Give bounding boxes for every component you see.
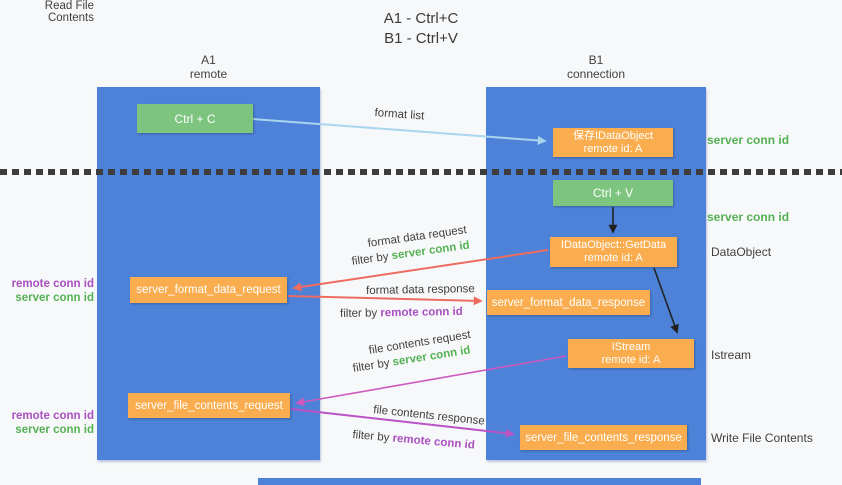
filter-prefix: filter by xyxy=(352,356,394,375)
server-format-data-request-label: server_format_data_request xyxy=(136,284,281,296)
node-server-format-data-request: server_format_data_request xyxy=(130,277,287,303)
save-idataobject-line2: remote id: A xyxy=(583,142,643,155)
annotation-server-conn-id-1: server conn id xyxy=(15,291,94,304)
server-file-contents-response-label: server_file_contents_response xyxy=(525,431,682,444)
node-save-idataobject: 保存IDataObject remote id: A xyxy=(553,128,673,157)
lane-header-a1: A1 remote xyxy=(97,53,320,81)
filter-prefix: filter by xyxy=(340,307,381,320)
filter-key-remote-conn-id: remote conn id xyxy=(392,432,476,452)
annotation-remote-conn-id-1: remote conn id xyxy=(11,278,94,290)
filter-prefix: filter by xyxy=(351,429,394,445)
title-line-2: B1 - Ctrl+V xyxy=(384,30,458,47)
annotation-server-conn-id-2: server conn id xyxy=(15,423,94,436)
getdata-line2: remote id: A xyxy=(584,252,643,264)
node-idataobject-getdata: IDataObject::GetData remote id: A xyxy=(550,237,677,267)
label-format-data-response: format data response xyxy=(366,283,475,297)
node-ctrl-v: Ctrl + V xyxy=(553,180,673,206)
lane-a1-name: A1 xyxy=(201,53,216,67)
title-line-1: A1 - Ctrl+C xyxy=(383,10,459,27)
filter-key-remote-conn-id: remote conn id xyxy=(380,305,463,320)
save-idataobject-line1: 保存IDataObject xyxy=(572,129,654,142)
ctrl-c-label: Ctrl + C xyxy=(174,111,216,126)
annotation-server-conn-id-top: server conn id xyxy=(707,133,790,147)
annotation-write-file-contents: Write File Contents xyxy=(711,431,813,445)
annotation-conn-ids-format: remote conn id server conn id xyxy=(0,278,94,305)
annotation-remote-conn-id-2: remote conn id xyxy=(11,410,94,422)
label-filter-by-remote-conn-id-2: filter by remote conn id xyxy=(352,429,475,452)
machine-boundary-dashed-line xyxy=(0,169,842,175)
label-format-list: format list xyxy=(374,107,425,123)
lane-b1-name: B1 xyxy=(588,53,604,67)
node-istream: IStream remote id: A xyxy=(568,339,694,368)
annotation-read-file-contents: Read File Contents xyxy=(44,0,94,24)
annotation-server-conn-id-mid: server conn id xyxy=(707,210,790,224)
lane-header-b1: B1 connection xyxy=(486,53,706,81)
getdata-line1: IDataObject::GetData xyxy=(560,239,667,251)
server-format-data-response-label: server_format_data_response xyxy=(491,296,646,309)
lane-b1-subtitle: connection xyxy=(566,67,626,81)
node-server-file-contents-response: server_file_contents_response xyxy=(520,425,687,450)
istream-line2: remote id: A xyxy=(601,353,661,366)
server-file-contents-request-label: server_file_contents_request xyxy=(135,399,283,412)
annotation-dataobject: DataObject xyxy=(711,245,772,259)
istream-line1: IStream xyxy=(611,340,651,353)
annotation-conn-ids-file: remote conn id server conn id xyxy=(0,410,94,437)
lane-a1-subtitle: remote xyxy=(189,67,228,81)
node-server-file-contents-request: server_file_contents_request xyxy=(128,393,290,418)
bottom-partial-lane-bar xyxy=(258,478,701,485)
diagram-title: A1 - Ctrl+C B1 - Ctrl+V xyxy=(0,9,842,49)
filter-prefix: filter by xyxy=(351,250,393,268)
label-file-contents-response: file contents response xyxy=(372,404,486,428)
node-ctrl-c: Ctrl + C xyxy=(137,104,253,133)
ctrl-v-label: Ctrl + V xyxy=(592,186,634,200)
annotation-istream: Istream xyxy=(711,348,752,362)
label-filter-by-remote-conn-id-1: filter by remote conn id xyxy=(340,306,463,320)
node-server-format-data-response: server_format_data_response xyxy=(487,290,650,315)
